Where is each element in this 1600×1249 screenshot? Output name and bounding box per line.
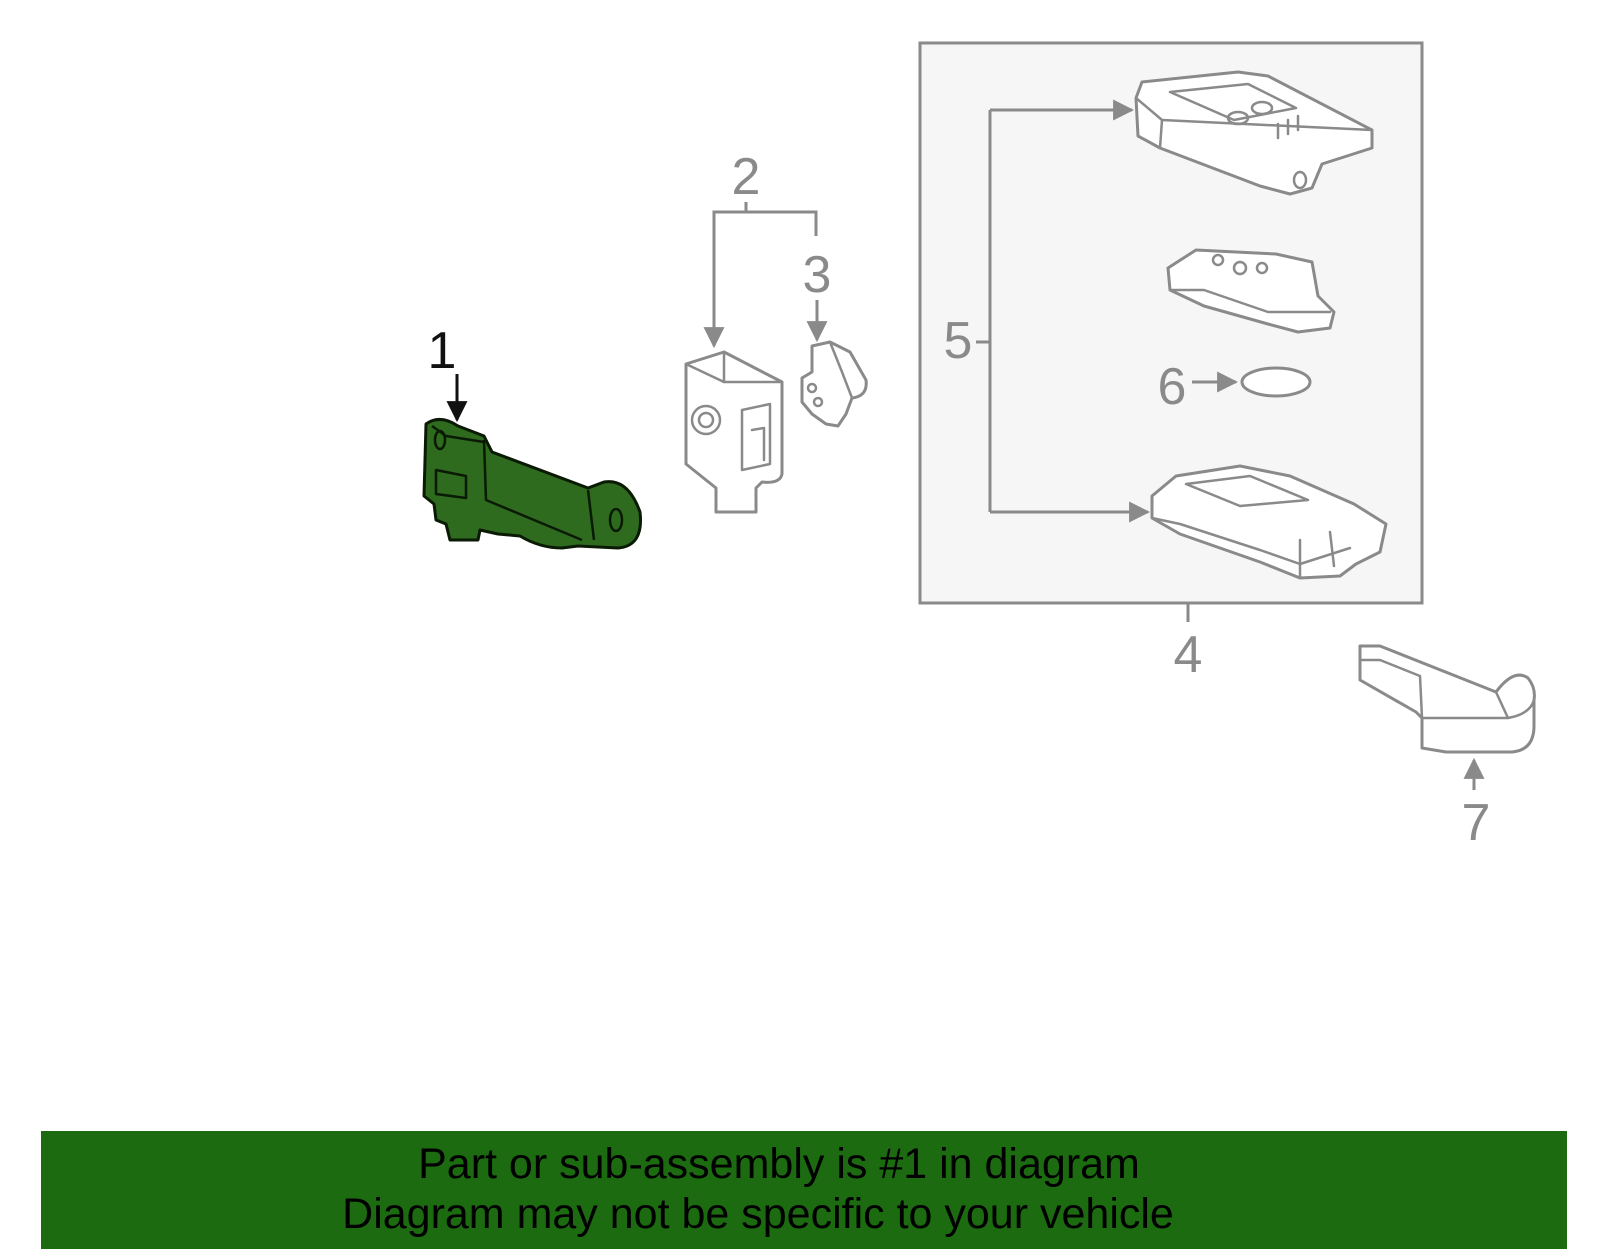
callout-1-label: 1 [428, 322, 457, 380]
part-5-fob-top[interactable] [1134, 70, 1374, 196]
caption-bar: Part or sub-assembly is #1 in diagram Di… [41, 1131, 1567, 1249]
callout-4-label: 4 [1174, 626, 1203, 684]
part-1-module[interactable] [422, 418, 643, 550]
callout-2: 2 [703, 148, 818, 349]
part-5-fob-bottom[interactable] [1150, 464, 1388, 580]
callout-6-label: 6 [1158, 358, 1187, 416]
callout-7: 7 [1462, 757, 1491, 852]
part-5-circuit-board[interactable] [1166, 248, 1336, 334]
part-6-ring[interactable] [1240, 366, 1312, 398]
callout-2-label: 2 [732, 148, 761, 206]
part-2-sensor[interactable] [684, 350, 784, 514]
callout-4: 4 [1174, 604, 1203, 684]
part-3-connector[interactable] [800, 340, 868, 428]
callout-3-label: 3 [803, 246, 832, 304]
callout-6: 6 [1158, 358, 1239, 416]
callout-5: 5 [944, 99, 1151, 523]
callout-5-label: 5 [944, 312, 973, 370]
callout-7-label: 7 [1462, 794, 1491, 852]
caption-line-1: Part or sub-assembly is #1 in diagram [418, 1140, 1140, 1188]
callout-1: 1 [428, 322, 468, 423]
callout-3: 3 [803, 246, 832, 343]
part-7-key-blade[interactable] [1358, 644, 1536, 754]
caption-line-2: Diagram may not be specific to your vehi… [342, 1190, 1174, 1238]
